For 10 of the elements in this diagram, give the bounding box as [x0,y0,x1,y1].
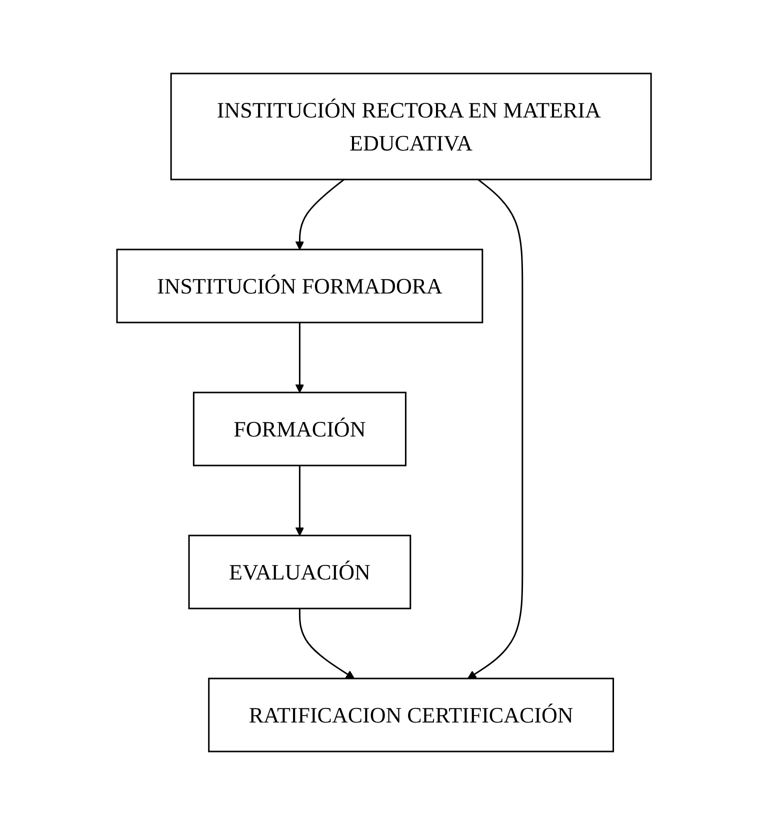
arrow [468,178,524,679]
arrow [296,322,305,393]
node-box: INSTITUCIÓN RECTORA EN MATERIA EDUCATIVA [170,72,652,180]
node-box: RATIFICACION CERTIFICACIÓN [208,678,614,752]
arrow [296,178,345,250]
node-box: INSTITUCIÓN FORMADORA [116,248,484,324]
node-box: FORMACIÓN [193,392,407,466]
node-box: EVALUACIÓN [188,534,412,610]
arrow [299,608,356,679]
arrow [296,466,305,536]
